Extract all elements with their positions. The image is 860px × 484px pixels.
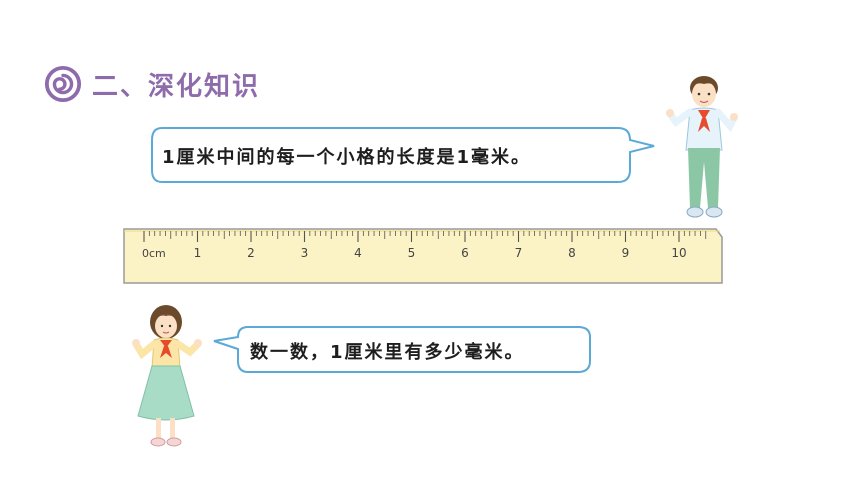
ruler-number: 8 xyxy=(568,246,576,260)
boy-speech-bubble: 1厘米中间的每一个小格的长度是1毫米。 xyxy=(150,126,660,184)
ruler-number: 10 xyxy=(671,246,686,260)
girl-character-illustration xyxy=(132,305,202,447)
spiral-icon xyxy=(44,65,82,103)
section-title: 二、深化知识 xyxy=(92,71,261,102)
section-header: 二、深化知识 xyxy=(44,64,260,104)
ruler-number: 7 xyxy=(515,246,523,260)
ruler-number: 2 xyxy=(247,246,255,260)
ruler: 0cm 1 2 3 4 5 6 7 8 9 10 xyxy=(123,228,723,284)
boy-character-illustration xyxy=(666,76,738,218)
girl-speech-bubble: 数一数，1厘米里有多少毫米。 xyxy=(210,325,592,375)
ruler-number: 1 xyxy=(194,246,202,260)
ruler-number: 6 xyxy=(461,246,469,260)
ruler-numbers: 1 2 3 4 5 6 7 8 9 10 xyxy=(194,246,687,260)
ruler-number: 9 xyxy=(622,246,630,260)
ruler-number: 3 xyxy=(301,246,309,260)
ruler-ticks xyxy=(143,231,707,242)
boy-bubble-text: 1厘米中间的每一个小格的长度是1毫米。 xyxy=(162,147,532,168)
ruler-unit-label: 0cm xyxy=(142,247,166,260)
ruler-number: 4 xyxy=(354,246,362,260)
girl-bubble-text: 数一数，1厘米里有多少毫米。 xyxy=(250,342,525,363)
ruler-number: 5 xyxy=(408,246,416,260)
